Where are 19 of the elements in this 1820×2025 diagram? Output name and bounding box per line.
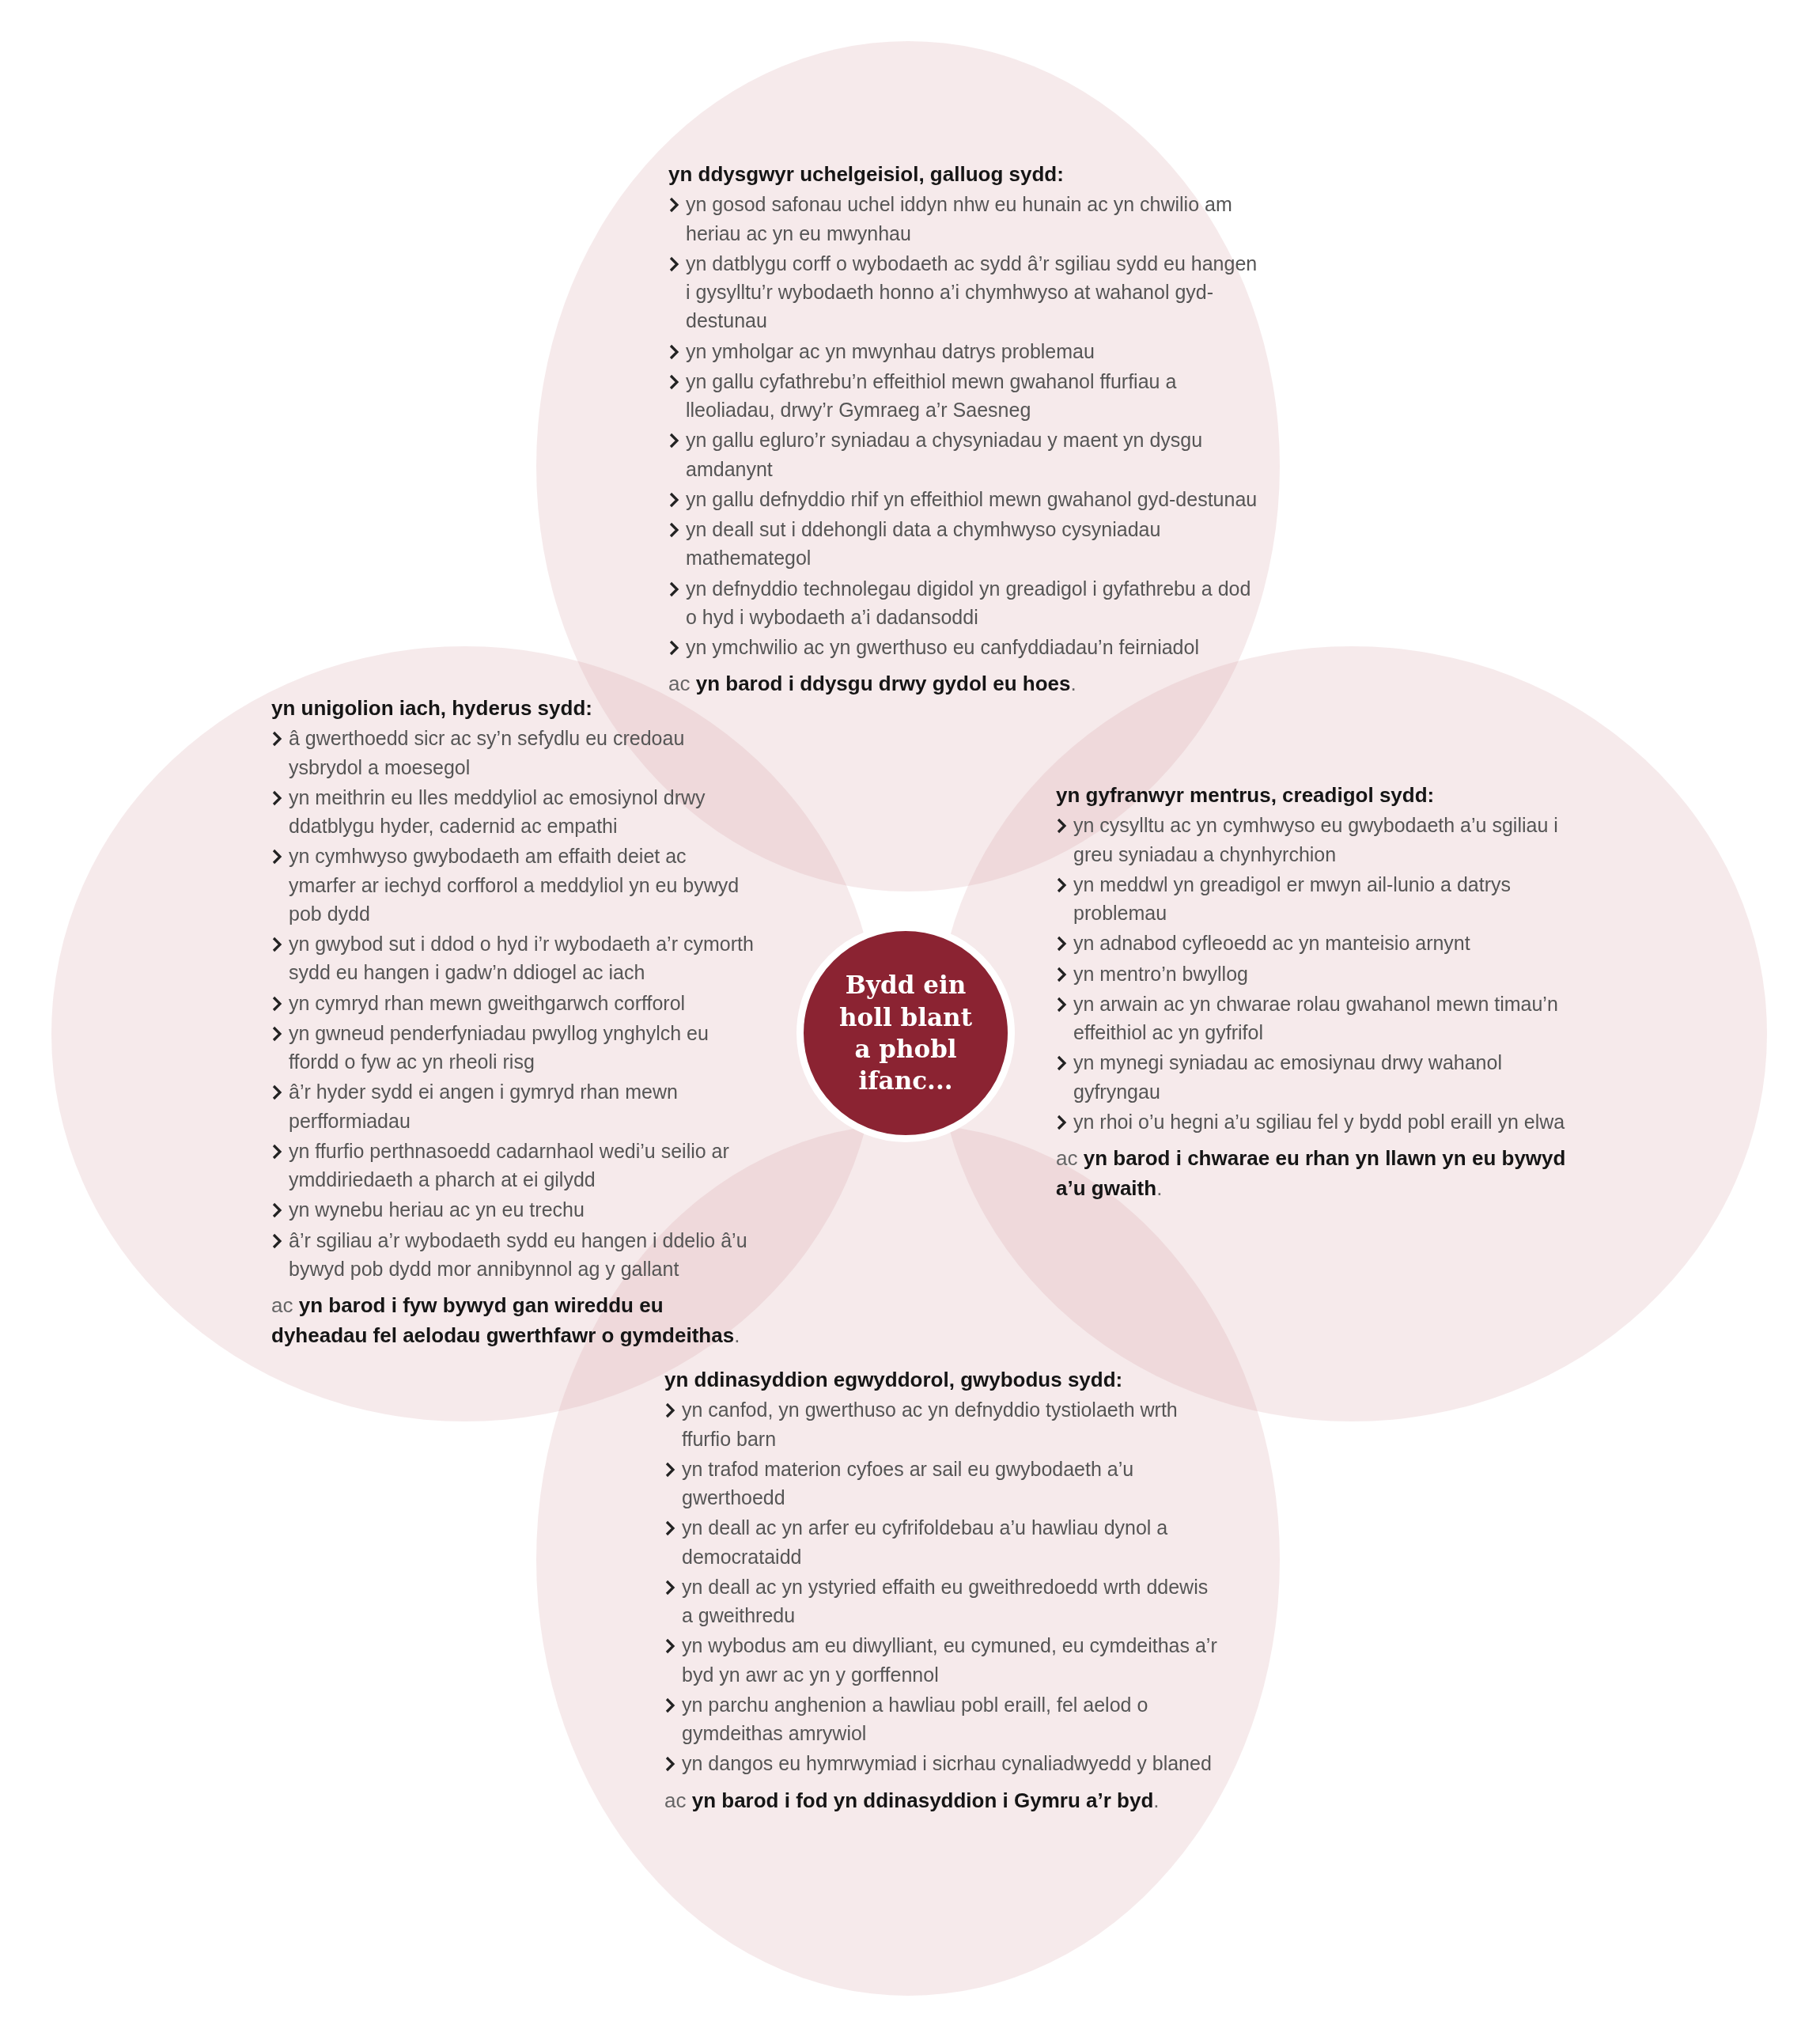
closing-statement: ac yn barod i fyw bywyd gan wireddu eu dyheadau fel aelodau gwerthfawr o gymdeithas. — [271, 1293, 741, 1349]
list-item: yn adnabod cyfleoedd ac yn manteisio arnynt — [1073, 931, 1470, 956]
closing-statement: ac yn barod i ddysgu drwy gydol eu hoes. — [668, 671, 1077, 698]
list-item: yn mentro’n bwyllog — [1073, 961, 1248, 986]
center-heading: Bydd ein holl blant a phobl ifanc... — [838, 970, 973, 1097]
list-item: yn ymchwilio ac yn gwerthuso eu canfyddiadau’n feirniadol — [686, 635, 1199, 660]
list-item: yn dangos eu hymrwymiad i sicrhau cynaliadwyedd y blaned — [682, 1751, 1212, 1777]
list-item: yn gallu defnyddio rhif yn effeithiol mewn gwahanol gyd-destunau — [686, 486, 1258, 512]
section-heading: yn unigolion iach, hyderus sydd: — [271, 695, 593, 721]
list-item: yn wynebu heriau ac yn eu trechu — [289, 1198, 585, 1223]
section-heading: yn gyfranwyr mentrus, creadigol sydd: — [1056, 782, 1436, 808]
closing-statement: ac yn barod i chwarae eu rhan yn llawn yn eu bywyd a’u gwaith. — [1056, 1145, 1567, 1202]
section-heading: yn ddysgwyr uchelgeisiol, galluog sydd: — [668, 161, 1065, 187]
list-item: yn rhoi o’u hegni a’u sgiliau fel y bydd pobl eraill yn elwa — [1073, 1109, 1565, 1134]
section-heading: yn ddinasyddion egwyddorol, gwybodus sydd: — [664, 1367, 1124, 1393]
closing-statement: ac yn barod i fod yn ddinasyddion i Gymru a’r byd. — [664, 1787, 1160, 1814]
list-item: â’r sgiliau a’r wybodaeth sydd eu hangen i ddelio â’u bywyd pob dydd mor annibynnol ag y gallant — [289, 1228, 748, 1281]
list-item: yn cymryd rhan mewn gweithgarwch corfforol — [289, 990, 686, 1016]
list-item: yn ymholgar ac yn mwynhau datrys problemau — [686, 339, 1095, 364]
